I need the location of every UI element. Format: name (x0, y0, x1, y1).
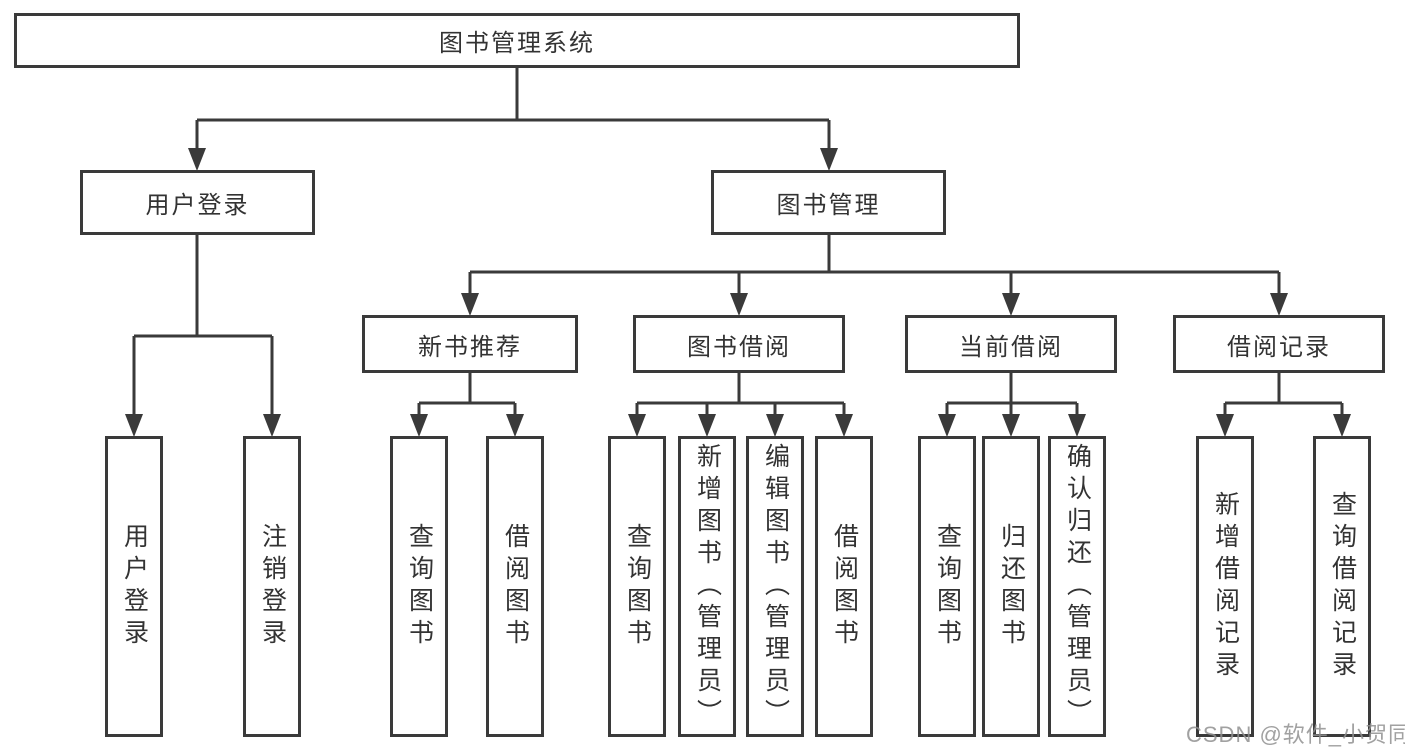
node-root-label: 图书管理系统 (439, 30, 595, 57)
leaf-query-borrow-record: 查询借阅记录 (1313, 436, 1371, 737)
node-user-login-label: 用户登录 (145, 192, 250, 219)
leaf-borrowing-borrow-book: 借阅图书 (815, 436, 873, 737)
node-book-borrowing: 图书借阅 (633, 315, 845, 373)
leaf-add-book-admin-label: 新增图书（管理员） (693, 442, 722, 731)
leaf-logout: 注销登录 (243, 436, 301, 737)
leaf-current-query-book: 查询图书 (918, 436, 976, 737)
leaf-logout-label: 注销登录 (258, 522, 287, 651)
leaf-current-query-book-label: 查询图书 (933, 522, 962, 651)
leaf-confirm-return-admin: 确认归还（管理员） (1048, 436, 1106, 737)
leaf-edit-book-admin: 编辑图书（管理员） (746, 436, 804, 737)
leaf-borrowing-query-book: 查询图书 (608, 436, 666, 737)
node-root: 图书管理系统 (14, 13, 1020, 68)
leaf-recommend-query-book: 查询图书 (390, 436, 448, 737)
leaf-borrowing-query-book-label: 查询图书 (623, 522, 652, 651)
leaf-recommend-borrow-book-label: 借阅图书 (501, 522, 530, 651)
node-new-book-recommend-label: 新书推荐 (418, 333, 522, 361)
node-book-borrowing-label: 图书借阅 (687, 333, 791, 361)
node-new-book-recommend: 新书推荐 (362, 315, 578, 373)
leaf-borrowing-borrow-book-label: 借阅图书 (830, 522, 859, 651)
node-user-login: 用户登录 (80, 170, 315, 235)
leaf-edit-book-admin-label: 编辑图书（管理员） (761, 442, 790, 731)
leaf-add-borrow-record-label: 新增借阅记录 (1211, 490, 1240, 683)
leaf-user-login-label: 用户登录 (120, 522, 149, 651)
leaf-recommend-query-book-label: 查询图书 (405, 522, 434, 651)
node-book-management-label: 图书管理 (776, 192, 881, 219)
node-current-borrowing: 当前借阅 (905, 315, 1117, 373)
node-borrowing-records: 借阅记录 (1173, 315, 1385, 373)
leaf-add-borrow-record: 新增借阅记录 (1196, 436, 1254, 737)
leaf-query-borrow-record-label: 查询借阅记录 (1328, 490, 1357, 683)
node-current-borrowing-label: 当前借阅 (959, 333, 1063, 361)
leaf-confirm-return-admin-label: 确认归还（管理员） (1063, 442, 1092, 731)
leaf-user-login: 用户登录 (105, 436, 163, 737)
leaf-return-book: 归还图书 (982, 436, 1040, 737)
csdn-watermark: CSDN @软件_小贺同学 (1186, 722, 1405, 747)
leaf-return-book-label: 归还图书 (997, 522, 1026, 651)
node-book-management: 图书管理 (711, 170, 946, 235)
leaf-add-book-admin: 新增图书（管理员） (678, 436, 736, 737)
node-borrowing-records-label: 借阅记录 (1227, 333, 1331, 361)
leaf-recommend-borrow-book: 借阅图书 (486, 436, 544, 737)
